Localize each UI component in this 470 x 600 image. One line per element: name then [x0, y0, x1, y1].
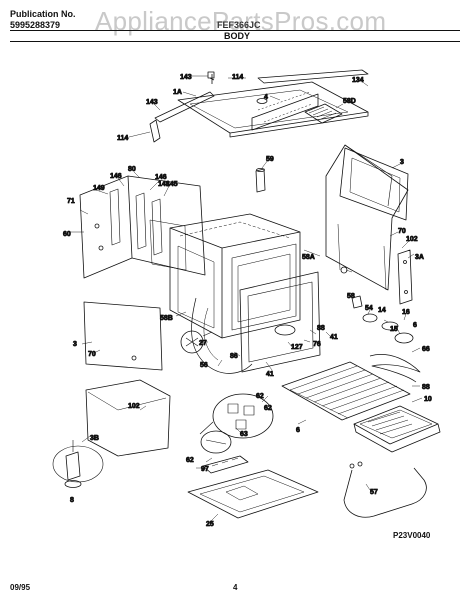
callout-label: 97 [201, 466, 209, 473]
callout-label: 58 [347, 293, 355, 300]
callout-label: 102 [406, 236, 418, 243]
anti-tip-bracket [52, 445, 104, 483]
callout-label: 54 [365, 305, 373, 312]
side-trim-3A [397, 249, 413, 305]
callout-label: 62 [264, 405, 272, 412]
callout-label: 25 [206, 521, 214, 528]
callout-label: 114 [117, 135, 128, 142]
callout-label: 134 [352, 77, 364, 84]
callout-label: 60 [63, 231, 71, 238]
callout-label: 143 [180, 74, 192, 81]
front-lower-panel [83, 301, 163, 371]
callout-label: 88 [317, 325, 325, 332]
callout-label: 76 [313, 341, 321, 348]
left-top-rail [149, 71, 215, 143]
callout-label: 114 [232, 74, 243, 81]
callout-label: 3 [400, 159, 404, 166]
vent-duct-58D [304, 103, 343, 124]
callout-label: 6 [296, 427, 300, 434]
callout-label: 15 [390, 326, 398, 333]
callout-label: 66 [422, 346, 430, 353]
callout-label: 3B [90, 435, 99, 442]
wiring-harness [191, 297, 253, 374]
header-rule-top [10, 30, 460, 31]
callout-label: 58B [160, 315, 173, 322]
broiler-pan [353, 405, 441, 453]
callout-label: 71 [67, 198, 75, 205]
model-number: FEF366JC [217, 20, 261, 30]
callout-label: 3 [73, 341, 77, 348]
oven-body-cavity [169, 213, 301, 339]
bake-rack [281, 361, 411, 421]
callout-label: 146 [155, 174, 167, 181]
publication-label: Publication No. [10, 9, 76, 19]
rear-panel-3 [339, 147, 409, 221]
rear-top-frame [251, 69, 369, 131]
callout-label: 80 [128, 166, 136, 173]
callout-label: 1A [173, 89, 182, 96]
foot-59 [255, 167, 266, 193]
callout-label: 6 [413, 322, 417, 329]
publication-number: 5995288379 [10, 20, 61, 30]
callout-label: 70 [88, 351, 96, 358]
section-title: BODY [224, 31, 251, 41]
callout-label: 41 [330, 334, 338, 341]
oven-top-panel [177, 81, 369, 138]
terminal-block-97 [202, 455, 249, 474]
callout-label: 88 [422, 384, 430, 391]
watermark: AppliancePartsPros.com [95, 6, 387, 36]
callout-label: 149 [93, 185, 105, 192]
callout-label: 102 [128, 403, 140, 410]
leveling-leg [64, 440, 82, 488]
callout-label: 56 [200, 362, 208, 369]
bake-element [343, 461, 427, 518]
header-rule-bottom [10, 41, 460, 42]
callout-label: 8 [70, 497, 74, 504]
burner-parts [340, 266, 414, 344]
oven-control-switches [199, 393, 274, 439]
footer-date: 09/95 [10, 583, 31, 592]
callout-labels: 143 114 1A 143 4 134 58D 114 59 80 146 1… [63, 74, 433, 529]
callout-label: 143 [146, 99, 158, 106]
rear-control-frame [127, 175, 206, 276]
callout-label: 86 [230, 353, 238, 360]
element-connector [200, 430, 232, 454]
callout-label: 41 [266, 371, 274, 378]
callout-label: 146 [110, 173, 122, 180]
callout-label: 10 [424, 396, 432, 403]
publication-block: Publication No. 5995288379 [10, 9, 76, 31]
callout-label: 59 [266, 156, 274, 163]
callout-label: 62 [256, 393, 264, 400]
callout-label: 14 [378, 307, 386, 314]
callout-label: 62 [186, 457, 194, 464]
callout-label: 145 [166, 181, 178, 188]
callout-label: 58D [343, 98, 356, 105]
diagram-code: P23V0040 [393, 531, 431, 540]
callout-label: 148 [158, 181, 170, 188]
callout-label: 70 [398, 228, 406, 235]
oven-door-frame [239, 271, 321, 373]
callout-label: 3A [415, 254, 424, 261]
callout-label: 63 [240, 431, 248, 438]
oven-bottom-panel [187, 469, 319, 519]
callout-label: 27 [199, 340, 207, 347]
callout-label: 57 [370, 489, 378, 496]
broil-element [369, 354, 421, 383]
lower-panel-102 [85, 379, 171, 457]
leader-lines [70, 75, 423, 523]
callout-label: 4 [264, 94, 268, 101]
callout-label: 58A [302, 254, 315, 261]
right-side-panel [325, 144, 409, 291]
callout-label: 127 [291, 344, 303, 351]
page-number: 4 [233, 583, 238, 592]
callout-label: 16 [402, 309, 410, 316]
